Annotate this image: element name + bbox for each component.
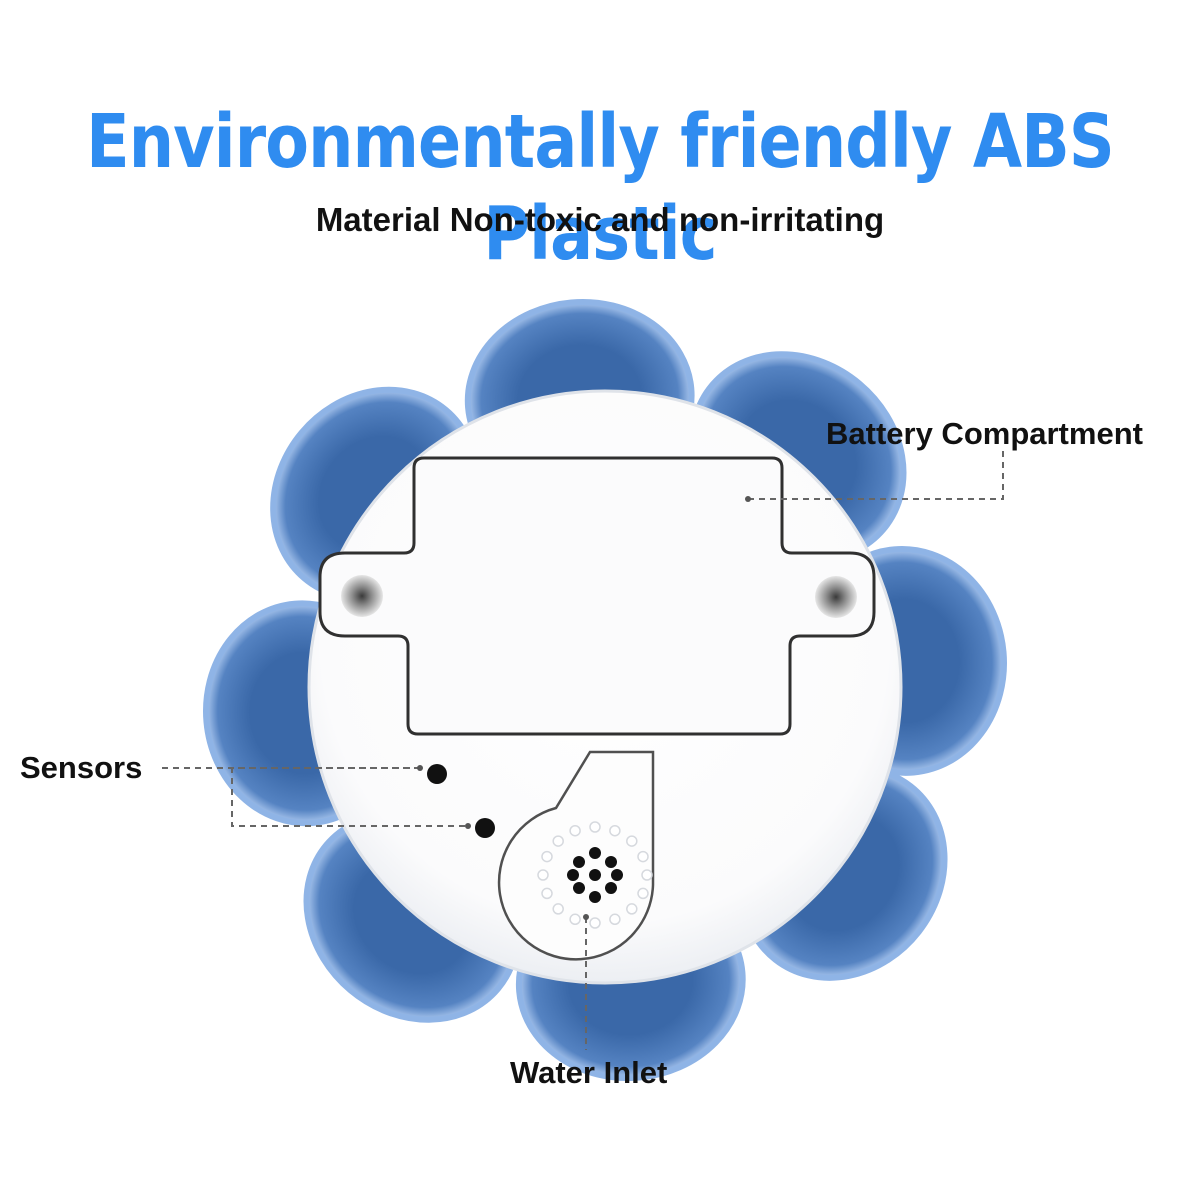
inlet-hole-outer — [637, 887, 649, 900]
inlet-hole — [589, 891, 601, 903]
inlet-hole-outer — [641, 869, 653, 881]
inlet-hole-outer — [552, 903, 564, 915]
inlet-hole-outer — [541, 887, 553, 900]
inlet-hole — [573, 856, 585, 868]
inlet-hole-outer — [569, 913, 581, 926]
inlet-hole — [589, 869, 601, 881]
inlet-hole-outer — [552, 835, 564, 847]
inlet-hole-outer — [589, 821, 601, 833]
inlet-hole — [605, 856, 617, 868]
battery-compartment-cover — [318, 456, 876, 736]
inlet-hole-outer — [569, 824, 581, 837]
headline: Environmentally friendly ABS Plastic — [86, 99, 1115, 277]
screw-hole-icon — [341, 575, 857, 618]
sensors-label: Sensors — [20, 750, 143, 785]
inlet-hole — [589, 847, 601, 859]
water-inlet-label: Water Inlet — [510, 1055, 668, 1090]
inlet-hole — [611, 869, 623, 881]
inlet-hole-outer — [541, 850, 553, 863]
callout-leader-lines — [162, 450, 1004, 1050]
inlet-hole — [573, 882, 585, 894]
inlet-hole — [567, 869, 579, 881]
inlet-hole — [605, 882, 617, 894]
water-inlet-grille — [497, 750, 655, 961]
inlet-hole-outer — [626, 903, 638, 915]
inlet-hole-outer — [626, 835, 638, 847]
sensor-probe-icon — [427, 764, 495, 838]
battery-compartment-label: Battery Compartment — [826, 416, 1143, 451]
subheadline: Material Non-toxic and non-irritating — [315, 201, 885, 238]
inlet-hole-outer — [589, 917, 601, 929]
inlet-hole-outer — [637, 850, 649, 863]
inlet-hole-outer — [609, 913, 621, 926]
inlet-hole-outer — [609, 824, 621, 837]
inlet-hole-outer — [537, 869, 549, 881]
